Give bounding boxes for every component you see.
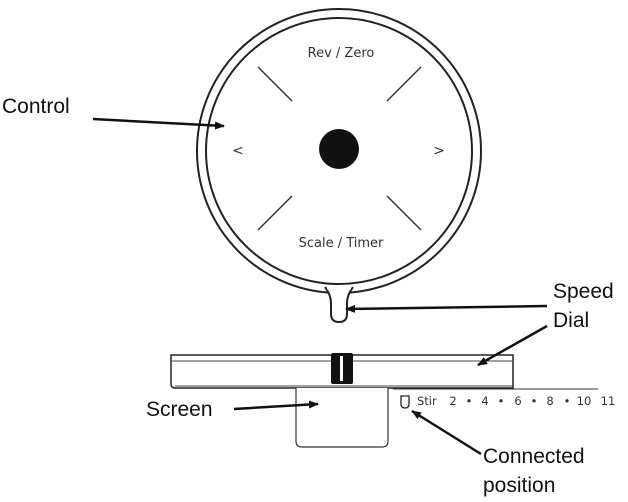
scale-mark: 2: [449, 394, 456, 408]
scale-mark: •: [564, 394, 571, 408]
control-dial-tab: [324, 286, 354, 324]
control-dial-inner-ring: [205, 17, 473, 285]
rev-zero-label[interactable]: Rev / Zero: [308, 46, 375, 61]
callout-connected-line2: position: [483, 474, 555, 497]
speed-scale: Stir 2 • 4 • 6 • 8 • 10 11: [393, 388, 616, 409]
screen: [295, 388, 389, 448]
scale-mark: 10: [577, 394, 592, 408]
scale-mark: •: [531, 394, 538, 408]
dial-right-arrow[interactable]: >: [433, 143, 445, 159]
scale-mark: 11: [601, 394, 616, 408]
dial-divider-top-left: [257, 66, 293, 102]
screen-arrow: [233, 400, 319, 411]
scale-mark: 6: [514, 394, 521, 408]
speed-dial[interactable]: [170, 353, 514, 389]
callout-control: Control: [2, 95, 70, 118]
control-dial[interactable]: Rev / Zero Scale / Timer < >: [196, 8, 482, 324]
scale-label-stir: Stir: [417, 394, 437, 408]
speed-tab-arrow: [345, 304, 548, 313]
callout-connected-line1: Connected: [483, 445, 585, 468]
dial-left-arrow[interactable]: <: [232, 143, 244, 159]
dial-divider-bottom-right: [386, 195, 422, 231]
screen-panel: [295, 388, 389, 448]
connected-arrow: [411, 409, 482, 456]
scale-mark: 4: [481, 394, 488, 408]
callout-screen: Screen: [146, 398, 213, 421]
connected-position-icon: [400, 395, 410, 409]
dial-divider-bottom-left: [257, 195, 293, 231]
dial-divider-top-right: [386, 66, 422, 102]
callout-speed-line1: Speed: [553, 280, 614, 303]
callout-speed-line2: Dial: [553, 309, 589, 332]
control-arrow: [92, 117, 225, 130]
scale-mark: •: [498, 394, 505, 408]
scale-mark: •: [466, 394, 473, 408]
speed-dial-arrow: [477, 324, 548, 367]
dial-center-button[interactable]: [319, 129, 359, 169]
scale-timer-label[interactable]: Scale / Timer: [299, 236, 384, 251]
scale-mark: 8: [546, 394, 553, 408]
